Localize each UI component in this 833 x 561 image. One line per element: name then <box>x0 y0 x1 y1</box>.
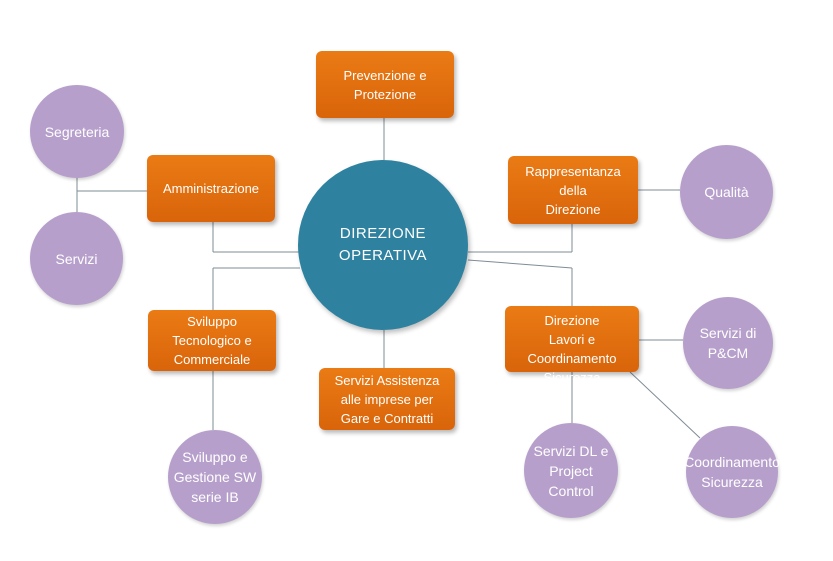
box-pcm: Servizi P&CM Direzione Lavori e Coordina… <box>505 294 639 385</box>
box-label: Prevenzione e Protezione <box>343 67 427 102</box>
circle-servizi-dl: Servizi DL e Project Control <box>524 423 618 518</box>
center-node-direzione-operativa: DIREZIONE OPERATIVA <box>298 160 468 330</box>
box-label: Rappresentanza della Direzione <box>525 163 621 217</box>
circle-label: Sviluppo e Gestione SW serie IB <box>173 449 257 505</box>
box-assistenza: Servizi Assistenza alle imprese per Gare… <box>319 368 455 430</box>
circle-label: Segreteria <box>44 123 110 140</box>
box-label: Amministrazione <box>162 181 260 196</box>
box-label: Servizi Assistenza alle imprese per Gare… <box>334 372 440 426</box>
circle-label: Coordinamento Sicurezza <box>684 454 780 490</box>
box-prevenzione: Prevenzione e Protezione <box>316 51 454 118</box>
circle-label: Servizi <box>55 250 98 267</box>
circle-coordinamento: Coordinamento Sicurezza <box>684 426 780 518</box>
center-label: DIREZIONE OPERATIVA <box>338 225 428 264</box>
box-sviluppo: Sviluppo Tecnologico e Commerciale <box>148 310 276 371</box>
circle-servizi: Servizi <box>30 212 123 305</box>
box-label: Sviluppo Tecnologico e Commerciale <box>172 314 252 367</box>
circle-label: Servizi di P&CM <box>699 325 757 361</box>
box-rappresentanza: Rappresentanza della Direzione <box>508 156 638 224</box>
box-label: Servizi P&CM Direzione Lavori e Coordina… <box>527 293 617 385</box>
circle-qualita: Qualità <box>680 145 773 239</box>
circle-segreteria: Segreteria <box>30 85 124 178</box>
circle-servizi-pcm: Servizi di P&CM <box>683 297 773 389</box>
circle-label: Qualità <box>704 184 749 200</box>
circle-label: Servizi DL e Project Control <box>533 442 609 499</box>
circle-sviluppo-sw: Sviluppo e Gestione SW serie IB <box>168 430 262 524</box>
connector <box>467 259 573 269</box>
connector <box>629 371 701 439</box>
box-amministrazione: Amministrazione <box>147 155 275 222</box>
